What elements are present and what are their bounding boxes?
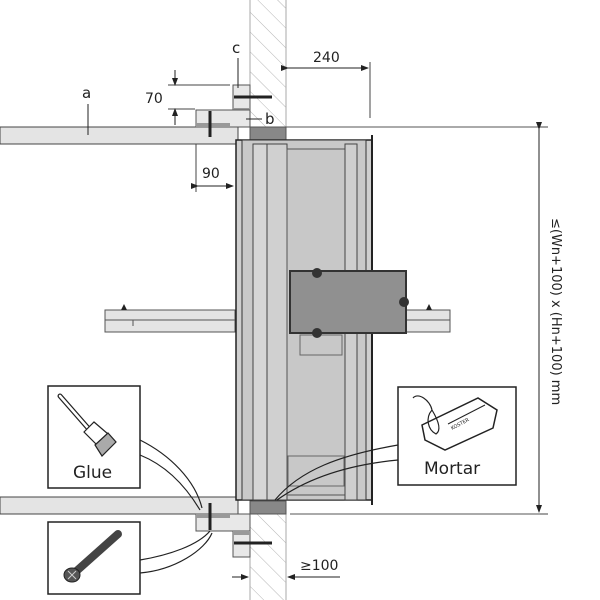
bracket-top <box>195 84 287 141</box>
dimension-opening: ≤(Wn+100) x (Hn+100) mm <box>536 122 563 515</box>
callout-mortar: KOSTER Mortar <box>274 386 517 501</box>
board-a-top <box>0 126 540 145</box>
board-bottom <box>0 496 540 515</box>
svg-text:b: b <box>265 110 275 128</box>
dimension-240: 240 <box>281 50 371 118</box>
label-c: c <box>232 39 240 88</box>
bracket-bottom <box>195 500 287 558</box>
actuator-box <box>289 268 409 338</box>
dim-240-label: 240 <box>313 50 340 66</box>
dim-90-label: 90 <box>202 166 220 182</box>
dimension-100: ≥100 <box>232 558 340 580</box>
svg-text:c: c <box>232 39 240 57</box>
svg-text:a: a <box>82 84 91 102</box>
side-rail-right <box>405 304 451 333</box>
label-a: a <box>82 84 91 135</box>
dimension-70: 70 <box>145 70 230 125</box>
callout-glue: Glue <box>47 385 203 511</box>
dimension-90: 90 <box>191 144 234 192</box>
paintbrush-icon <box>57 393 117 457</box>
seal-b <box>249 126 287 141</box>
screw-icon <box>63 530 122 583</box>
label-b: b <box>246 110 275 128</box>
mortar-label: Mortar <box>424 459 480 479</box>
opening-size-label: ≤(Wn+100) x (Hn+100) mm <box>548 218 563 405</box>
mortar-bag-icon: KOSTER <box>412 395 498 451</box>
dim-100-label: ≥100 <box>300 558 338 574</box>
dim-70-label: 70 <box>145 91 163 107</box>
callout-screw <box>47 521 213 595</box>
seal-bottom <box>249 500 287 515</box>
side-rail-left <box>104 304 236 333</box>
glue-label: Glue <box>73 463 112 483</box>
